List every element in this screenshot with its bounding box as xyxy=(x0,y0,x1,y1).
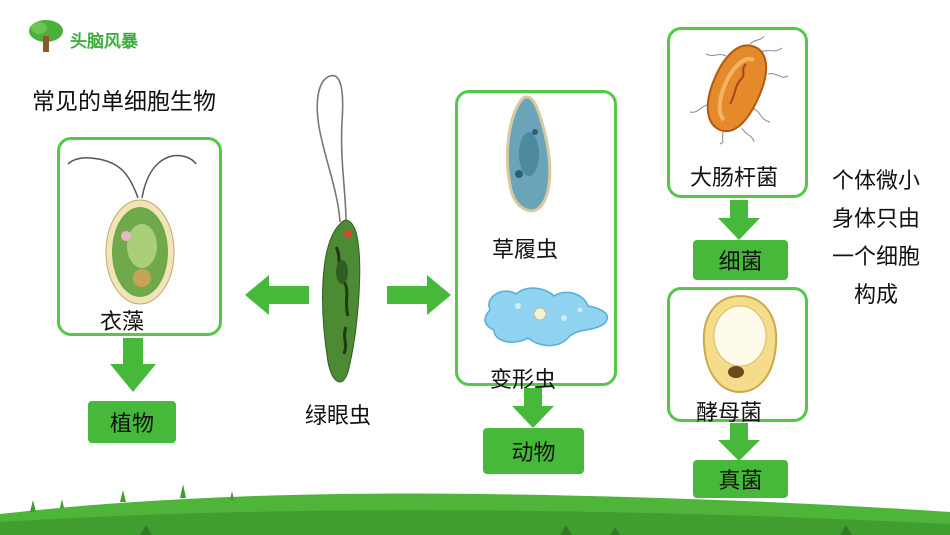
side-note: 个体微小 身体只由 一个细胞 构成 xyxy=(826,163,926,315)
header-logo xyxy=(26,18,66,54)
euglena-label: 绿眼虫 xyxy=(305,404,372,429)
arrow-down-icon xyxy=(718,200,760,240)
paramecium-label: 草履虫 xyxy=(492,238,559,263)
tree-icon xyxy=(29,20,63,52)
side-note-line: 一个细胞 xyxy=(831,245,920,270)
header-title: 头脑风暴 xyxy=(70,32,138,52)
arrow-down-icon xyxy=(512,388,554,428)
yeast-label: 酵母菌 xyxy=(696,401,763,426)
yeast-illustration xyxy=(702,294,778,394)
side-note-line: 构成 xyxy=(853,283,898,308)
category-bacteria: 细菌 xyxy=(693,240,788,280)
category-plant: 植物 xyxy=(88,401,176,443)
side-note-line: 身体只由 xyxy=(831,207,920,232)
chlamydomonas-illustration xyxy=(67,154,197,305)
page-subtitle: 常见的单细胞生物 xyxy=(32,89,216,115)
arrow-left-icon xyxy=(245,275,309,315)
category-animal: 动物 xyxy=(483,428,584,474)
category-fungi: 真菌 xyxy=(693,460,788,498)
arrow-down-icon xyxy=(110,338,156,392)
ecoli-label: 大肠杆菌 xyxy=(690,166,779,191)
arrow-right-icon xyxy=(387,275,451,315)
ecoli-illustration xyxy=(689,35,789,145)
amoeba-illustration xyxy=(484,287,609,347)
amoeba-label: 变形虫 xyxy=(490,368,557,393)
paramecium-illustration xyxy=(505,95,552,213)
side-note-line: 个体微小 xyxy=(831,169,920,194)
chlamydomonas-label: 衣藻 xyxy=(100,310,145,335)
euglena-illustration xyxy=(316,74,361,383)
arrow-down-icon xyxy=(718,423,760,461)
grass-decoration xyxy=(0,484,950,535)
